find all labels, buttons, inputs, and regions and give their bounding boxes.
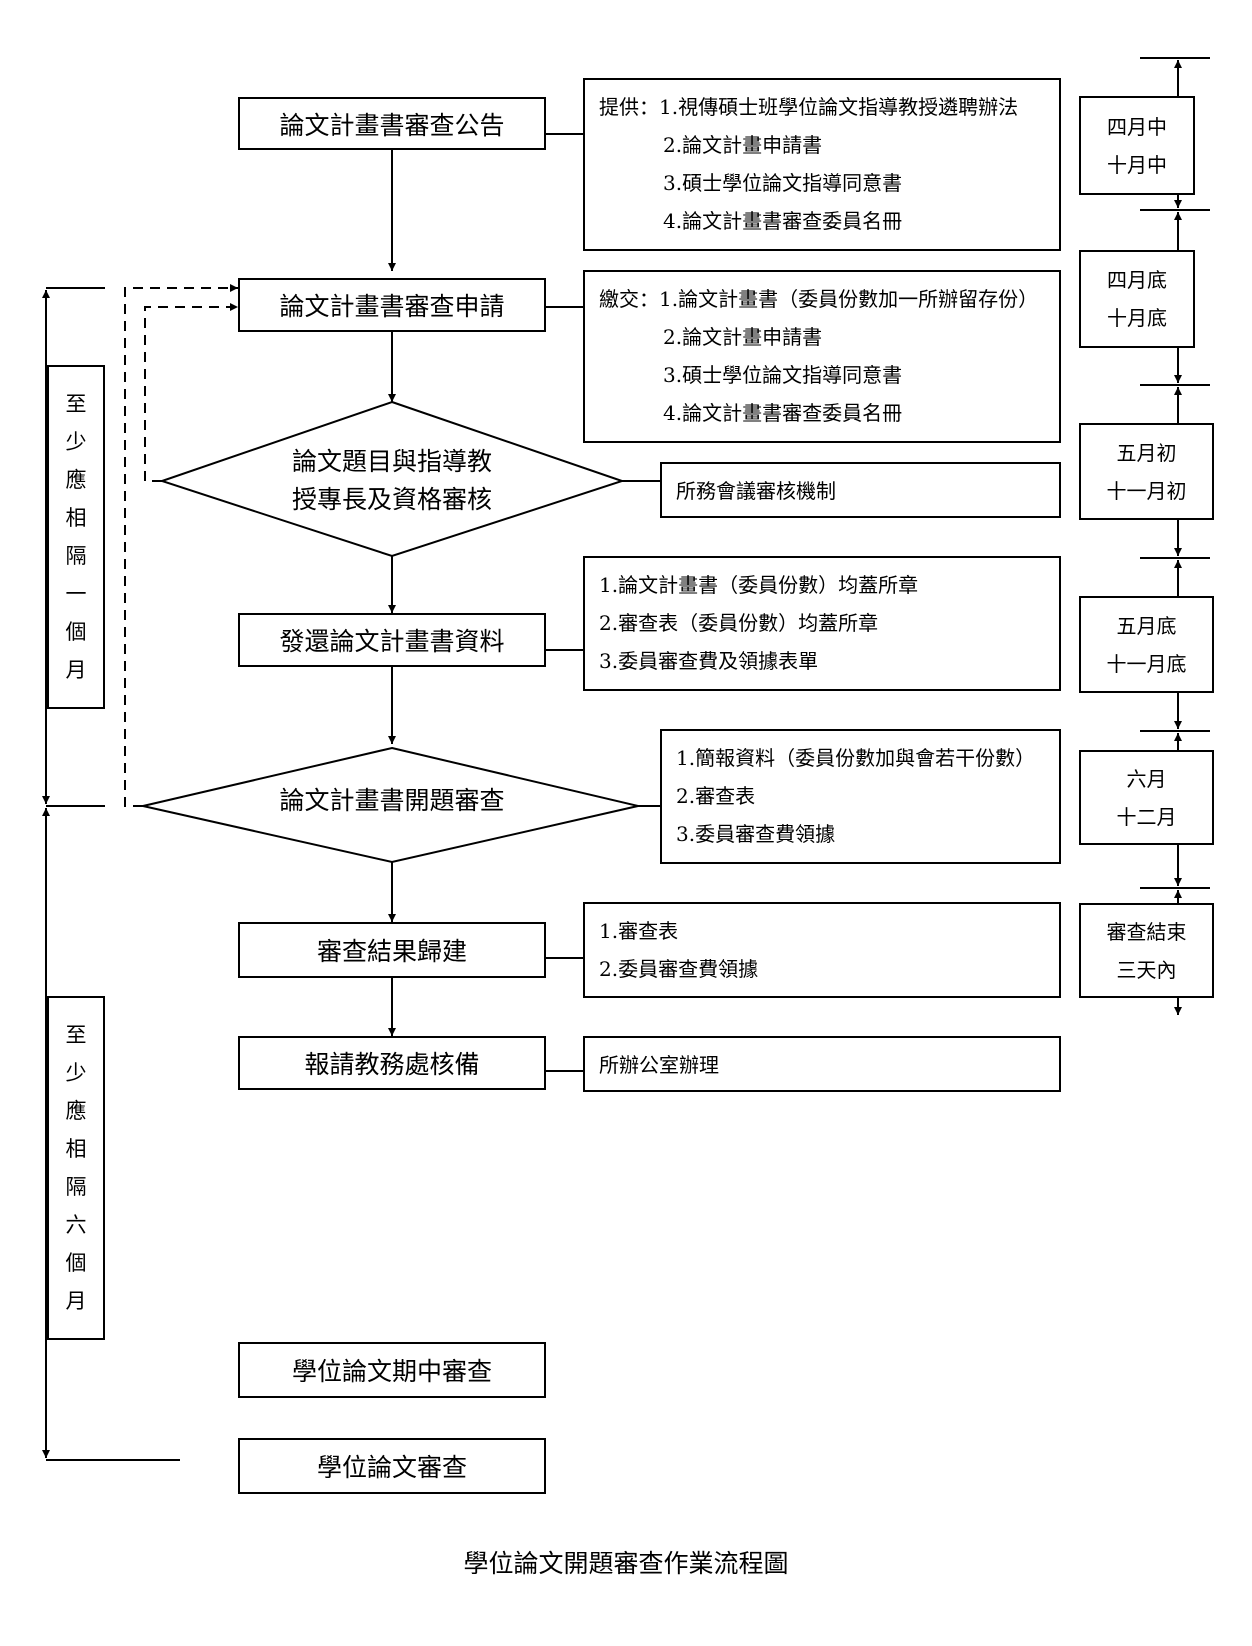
- step-oral-review-label: 論文計畫書開題審查: [279, 786, 505, 815]
- diagram-caption: 學位論文開題審查作業流程圖: [463, 1549, 789, 1578]
- dashed-loop-from-oral: [124, 284, 238, 807]
- note-result-line-2: 2.委員審查費領據: [599, 957, 759, 981]
- interval-one-month-label: 至少應相隔一個月: [47, 365, 105, 709]
- step-result-label: 審查結果歸建: [316, 937, 467, 966]
- timeline-box-4: 五月底 十一月底: [1079, 596, 1214, 693]
- step-final: 學位論文審查: [238, 1438, 546, 1494]
- step-qualify-line-2: 授專長及資格審核: [291, 485, 492, 514]
- step-report: 報請教務處核備: [238, 1036, 546, 1090]
- note-result: 1.審查表 2.委員審查費領據: [583, 902, 1061, 998]
- note-oral-review: 1.簡報資料（委員份數加與會若干份數） 2.審查表 3.委員審查費領據: [660, 729, 1061, 864]
- step-return-docs: 發還論文計畫書資料: [238, 613, 546, 667]
- timeline-box-5: 六月 十二月: [1079, 750, 1214, 845]
- step-final-label: 學位論文審查: [316, 1453, 467, 1482]
- note-announce-line-1: 提供：1.視傳碩士班學位論文指導教授遴聘辦法: [599, 95, 1019, 119]
- interval-six-months-char-2: 少: [65, 1061, 87, 1085]
- timeline-box-6: 審查結束 三天內: [1079, 903, 1214, 998]
- timeline-box-1: 四月中 十月中: [1079, 96, 1195, 195]
- interval-one-month-char-3: 應: [65, 468, 87, 492]
- step-report-label: 報請教務處核備: [304, 1050, 480, 1079]
- note-qualify: 所務會議審核機制: [660, 462, 1061, 518]
- step-return-docs-label: 發還論文計畫書資料: [279, 627, 505, 656]
- note-return-docs-line-1: 1.論文計畫書（委員份數）均蓋所章: [599, 573, 919, 597]
- interval-six-months-char-1: 至: [65, 1023, 87, 1047]
- qualify-diamond: [158, 400, 626, 558]
- timeline-3-spring: 五月初: [1116, 440, 1177, 465]
- step-apply-label: 論文計畫書審查申請: [279, 292, 505, 321]
- interval-six-months-char-4: 相: [65, 1137, 87, 1161]
- note-return-docs: 1.論文計畫書（委員份數）均蓋所章 2.審查表（委員份數）均蓋所章 3.委員審查…: [583, 556, 1061, 691]
- step-announce-label: 論文計畫書審查公告: [279, 110, 505, 140]
- dashed-loop-from-qualify: [144, 303, 238, 482]
- note-report: 所辦公室辦理: [583, 1036, 1061, 1092]
- note-announce: 提供：1.視傳碩士班學位論文指導教授遴聘辦法 2.論文計畫申請書 3.碩士學位論…: [583, 78, 1061, 251]
- timeline-5-fall: 十二月: [1116, 804, 1177, 829]
- interval-one-month-char-2: 少: [65, 430, 87, 454]
- note-report-text: 所辦公室辦理: [599, 1053, 719, 1077]
- timeline-box-2: 四月底 十月底: [1079, 250, 1195, 348]
- interval-six-months-char-6: 六: [65, 1213, 87, 1237]
- interval-six-months-char-3: 應: [65, 1099, 87, 1123]
- note-announce-line-4: 4.論文計畫書審查委員名冊: [663, 209, 903, 233]
- timeline-5-spring: 六月: [1126, 766, 1167, 791]
- interval-one-month-char-8: 月: [65, 658, 87, 682]
- step-midterm: 學位論文期中審查: [238, 1342, 546, 1398]
- timeline-1-fall: 十月中: [1107, 152, 1167, 177]
- step-apply: 論文計畫書審查申請: [238, 278, 546, 332]
- timeline-6-line-1: 審查結束: [1106, 919, 1187, 944]
- interval-six-months-label: 至少應相隔六個月: [47, 996, 105, 1340]
- note-return-docs-line-3: 3.委員審查費及領據表單: [599, 649, 819, 673]
- step-result: 審查結果歸建: [238, 922, 546, 978]
- step-qualify-label: 論文題目與指導教 授專長及資格審核: [252, 443, 532, 519]
- interval-six-months-char-7: 個: [65, 1251, 87, 1275]
- timeline-3-fall: 十一月初: [1106, 478, 1187, 503]
- interval-six-months-char-8: 月: [65, 1289, 87, 1313]
- oral-review-diamond: [142, 746, 639, 864]
- step-announce: 論文計畫書審查公告: [238, 97, 546, 150]
- note-apply-line-4: 4.論文計畫書審查委員名冊: [663, 401, 903, 425]
- timeline-4-spring: 五月底: [1116, 613, 1177, 638]
- note-oral-review-line-2: 2.審查表: [676, 784, 756, 808]
- note-apply-line-3: 3.碩士學位論文指導同意書: [663, 363, 903, 387]
- interval-one-month-char-7: 個: [65, 620, 87, 644]
- note-apply: 繳交：1.論文計畫書（委員份數加一所辦留存份） 2.論文計畫申請書 3.碩士學位…: [583, 270, 1061, 443]
- note-oral-review-line-3: 3.委員審查費領據: [676, 822, 836, 846]
- timeline-2-fall: 十月底: [1107, 306, 1167, 330]
- note-return-docs-line-2: 2.審查表（委員份數）均蓋所章: [599, 611, 879, 635]
- note-result-line-1: 1.審查表: [599, 919, 679, 943]
- note-apply-line-2: 2.論文計畫申請書: [663, 325, 823, 349]
- step-midterm-label: 學位論文期中審查: [291, 1357, 492, 1386]
- note-qualify-text: 所務會議審核機制: [676, 479, 836, 503]
- timeline-2-spring: 四月底: [1107, 268, 1167, 292]
- note-oral-review-line-1: 1.簡報資料（委員份數加與會若干份數）: [676, 746, 1036, 770]
- interval-one-month-char-4: 相: [65, 506, 87, 530]
- interval-one-month-char-5: 隔: [65, 544, 87, 568]
- timeline-6-line-2: 三天內: [1116, 957, 1177, 982]
- interval-one-month-char-6: 一: [65, 582, 87, 606]
- timeline-4-fall: 十一月底: [1106, 651, 1187, 676]
- note-announce-line-2: 2.論文計畫申請書: [663, 133, 823, 157]
- note-apply-line-1: 繳交：1.論文計畫書（委員份數加一所辦留存份）: [599, 287, 1039, 311]
- interval-one-month-char-1: 至: [65, 392, 87, 416]
- step-qualify-line-1: 論文題目與指導教: [291, 447, 492, 476]
- interval-six-months-char-5: 隔: [65, 1175, 87, 1199]
- timeline-box-3: 五月初 十一月初: [1079, 423, 1214, 520]
- timeline-1-spring: 四月中: [1107, 114, 1167, 139]
- note-announce-line-3: 3.碩士學位論文指導同意書: [663, 171, 903, 195]
